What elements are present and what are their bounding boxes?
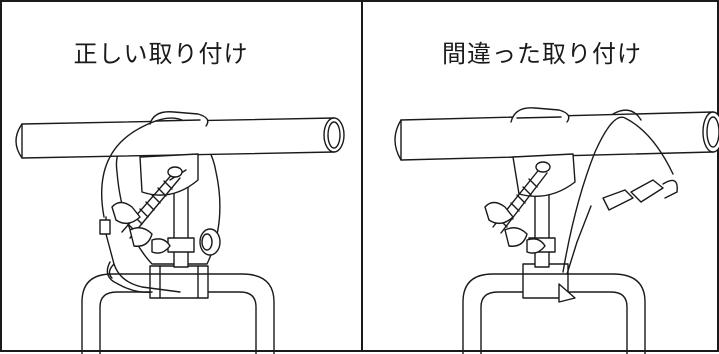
panel-incorrect-installation: 間違った取り付け — [363, 2, 719, 350]
panel-divider — [361, 2, 363, 350]
panel-correct-installation: 正しい取り付け — [2, 2, 360, 350]
incorrect-installation-illustration — [363, 2, 719, 354]
caption-incorrect-installation: 間違った取り付け — [442, 40, 642, 68]
correct-installation-illustration — [2, 2, 360, 354]
caption-correct-installation: 正しい取り付け — [73, 40, 249, 68]
